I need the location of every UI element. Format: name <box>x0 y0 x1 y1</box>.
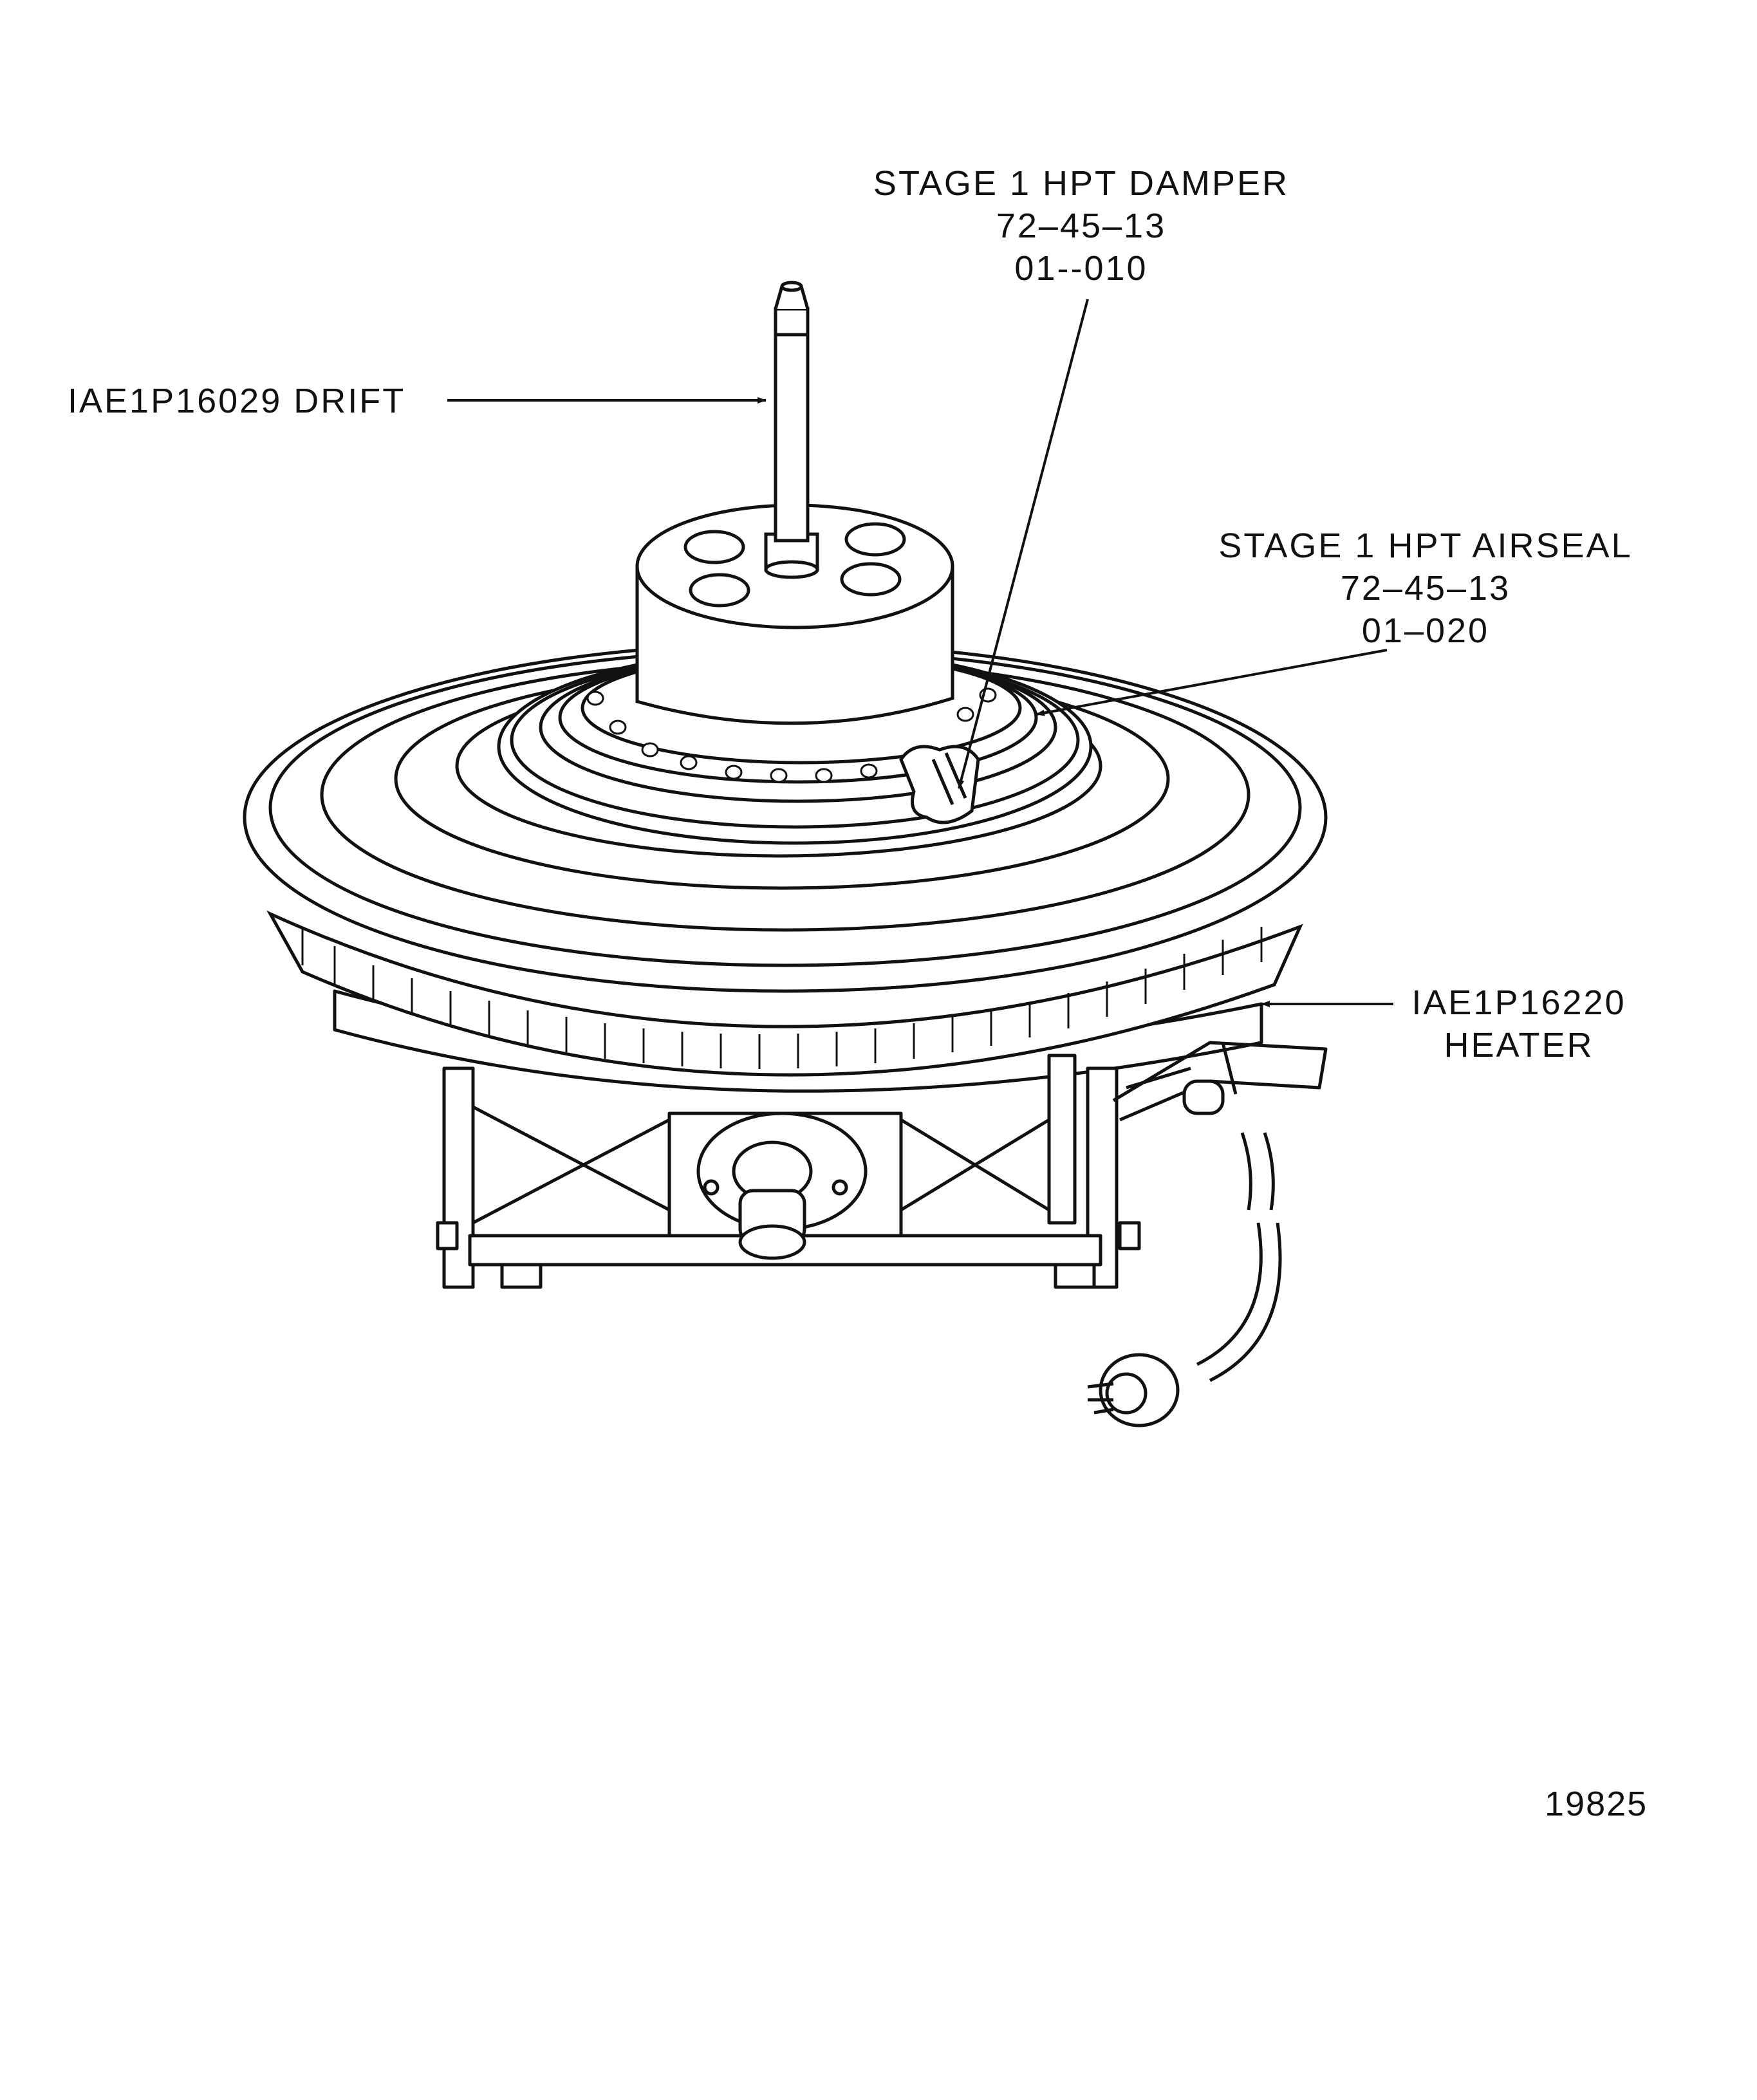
damper-leader <box>958 299 1089 789</box>
heater-callout: IAE1P16220 HEATER <box>1397 981 1641 1066</box>
airseal-name: STAGE 1 HPT AIRSEAL <box>1218 526 1633 565</box>
handle-and-power-cable <box>1087 1041 1328 1427</box>
heater-tool: IAE1P16220 <box>1411 983 1626 1022</box>
heater-name: HEATER <box>1444 1026 1594 1064</box>
stage-1-hpt-damper-callout: STAGE 1 HPT DAMPER 72–45–13 01--010 <box>856 162 1306 290</box>
drift-tool <box>635 281 954 725</box>
heater-base-stand <box>333 989 1263 1289</box>
airseal-item: 01–020 <box>1361 611 1490 650</box>
drift-label: IAE1P16029 DRIFT <box>68 382 406 420</box>
leader-lines <box>447 299 1393 1007</box>
figure-number: 19825 <box>1545 1785 1648 1823</box>
stage-1-hpt-airseal-callout: STAGE 1 HPT AIRSEAL 72–45–13 01–020 <box>1191 525 1660 652</box>
airseal-ref: 72–45–13 <box>1340 569 1511 608</box>
damper-item: 01--010 <box>1014 249 1148 288</box>
damper-ref: 72–45–13 <box>996 207 1167 245</box>
airseal-leader <box>1036 649 1388 716</box>
damper-name: STAGE 1 HPT DAMPER <box>873 164 1290 203</box>
drift-callout: IAE1P16029 DRIFT <box>68 380 405 422</box>
